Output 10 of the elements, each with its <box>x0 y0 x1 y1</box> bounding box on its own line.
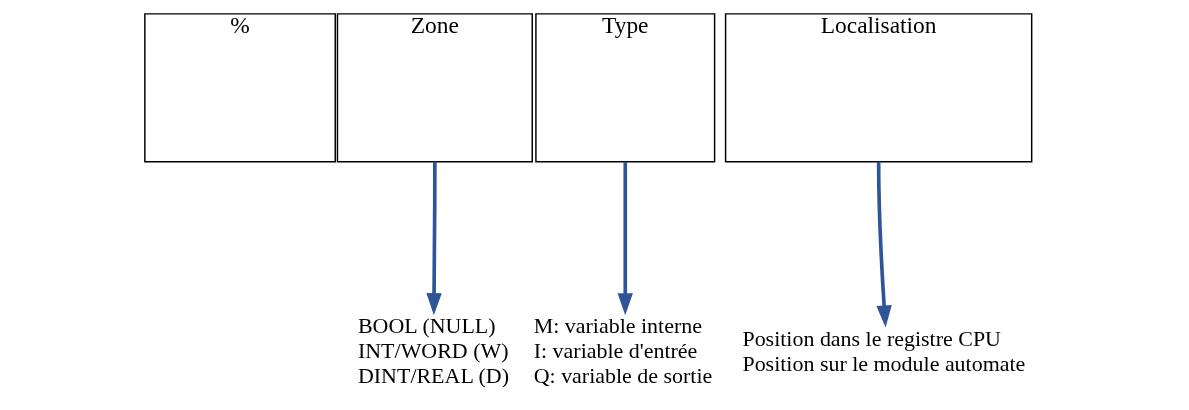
node-text: M: variable interne I: variable d'entrée Q: variable de sortie <box>533 313 713 388</box>
arrow <box>876 161 892 328</box>
node-box: Zone <box>336 13 533 163</box>
node-box: % <box>144 13 336 163</box>
node-box: Type <box>535 13 716 163</box>
arrow <box>426 161 442 316</box>
arrow <box>617 161 633 316</box>
node-text: BOOL (NULL) INT/WORD (W) DINT/REAL (D) <box>357 313 509 388</box>
node-text: Position dans le registre CPU Position sur le module automate <box>742 325 1026 376</box>
node-box: Localisation <box>724 13 1033 163</box>
